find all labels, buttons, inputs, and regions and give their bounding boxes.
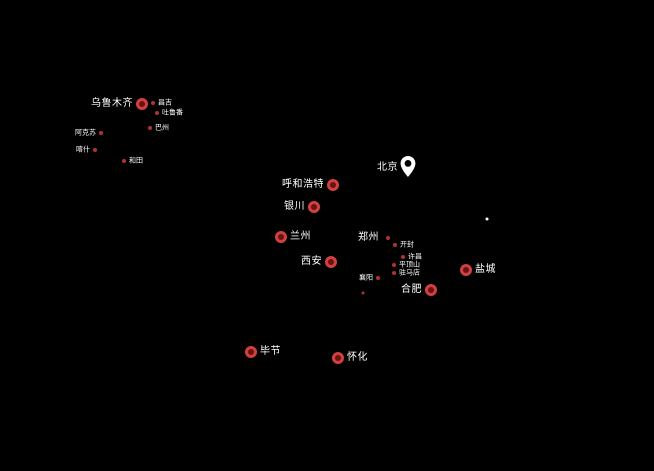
city-marker-ring[interactable]	[308, 201, 320, 213]
city-label: 吐鲁番	[162, 108, 183, 117]
city-label: 昌吉	[158, 98, 172, 107]
city-marker-dot[interactable]	[151, 101, 155, 105]
city-label: 阿克苏	[75, 128, 96, 137]
city-label: 怀化	[347, 352, 368, 363]
city-label: 兰州	[290, 231, 311, 242]
city-label: 呼和浩特	[282, 179, 324, 190]
city-marker-dot[interactable]	[122, 159, 126, 163]
city-label: 银川	[284, 201, 305, 212]
city-label: 和田	[129, 156, 143, 165]
stray-dot	[361, 291, 365, 295]
city-marker-ring[interactable]	[325, 256, 337, 268]
city-label: 开封	[400, 240, 414, 249]
city-marker-ring[interactable]	[460, 264, 472, 276]
city-label: 巴州	[155, 123, 169, 132]
city-label: 合肥	[401, 284, 422, 295]
city-marker-dot[interactable]	[392, 271, 396, 275]
city-marker-ring[interactable]	[327, 179, 339, 191]
city-label: 平顶山	[399, 260, 420, 269]
city-label: 北京	[377, 162, 398, 173]
city-label: 喀什	[76, 145, 90, 154]
city-label: 西安	[301, 256, 322, 267]
city-marker-ring[interactable]	[425, 284, 437, 296]
city-marker-dot[interactable]	[148, 126, 152, 130]
city-marker-dot[interactable]	[392, 263, 396, 267]
city-marker-dot[interactable]	[393, 243, 397, 247]
location-pin-icon[interactable]	[400, 156, 416, 177]
city-marker-dot[interactable]	[93, 148, 97, 152]
city-label: 郑州	[358, 232, 379, 243]
city-marker-ring[interactable]	[275, 231, 287, 243]
city-marker-ring[interactable]	[136, 98, 148, 110]
city-marker-ring[interactable]	[332, 352, 344, 364]
city-label: 襄阳	[359, 273, 373, 282]
city-marker-dot[interactable]	[401, 255, 405, 259]
city-label: 毕节	[260, 346, 281, 357]
city-marker-dot[interactable]	[376, 276, 380, 280]
city-marker-dot[interactable]	[99, 131, 103, 135]
city-marker-dot[interactable]	[155, 111, 159, 115]
city-label: 乌鲁木齐	[91, 98, 133, 109]
stray-dot	[485, 217, 489, 221]
city-marker-dot[interactable]	[386, 236, 390, 240]
city-label: 驻马店	[399, 268, 420, 277]
city-label: 许昌	[408, 252, 422, 261]
city-marker-ring[interactable]	[245, 346, 257, 358]
city-label: 盐城	[475, 264, 496, 275]
